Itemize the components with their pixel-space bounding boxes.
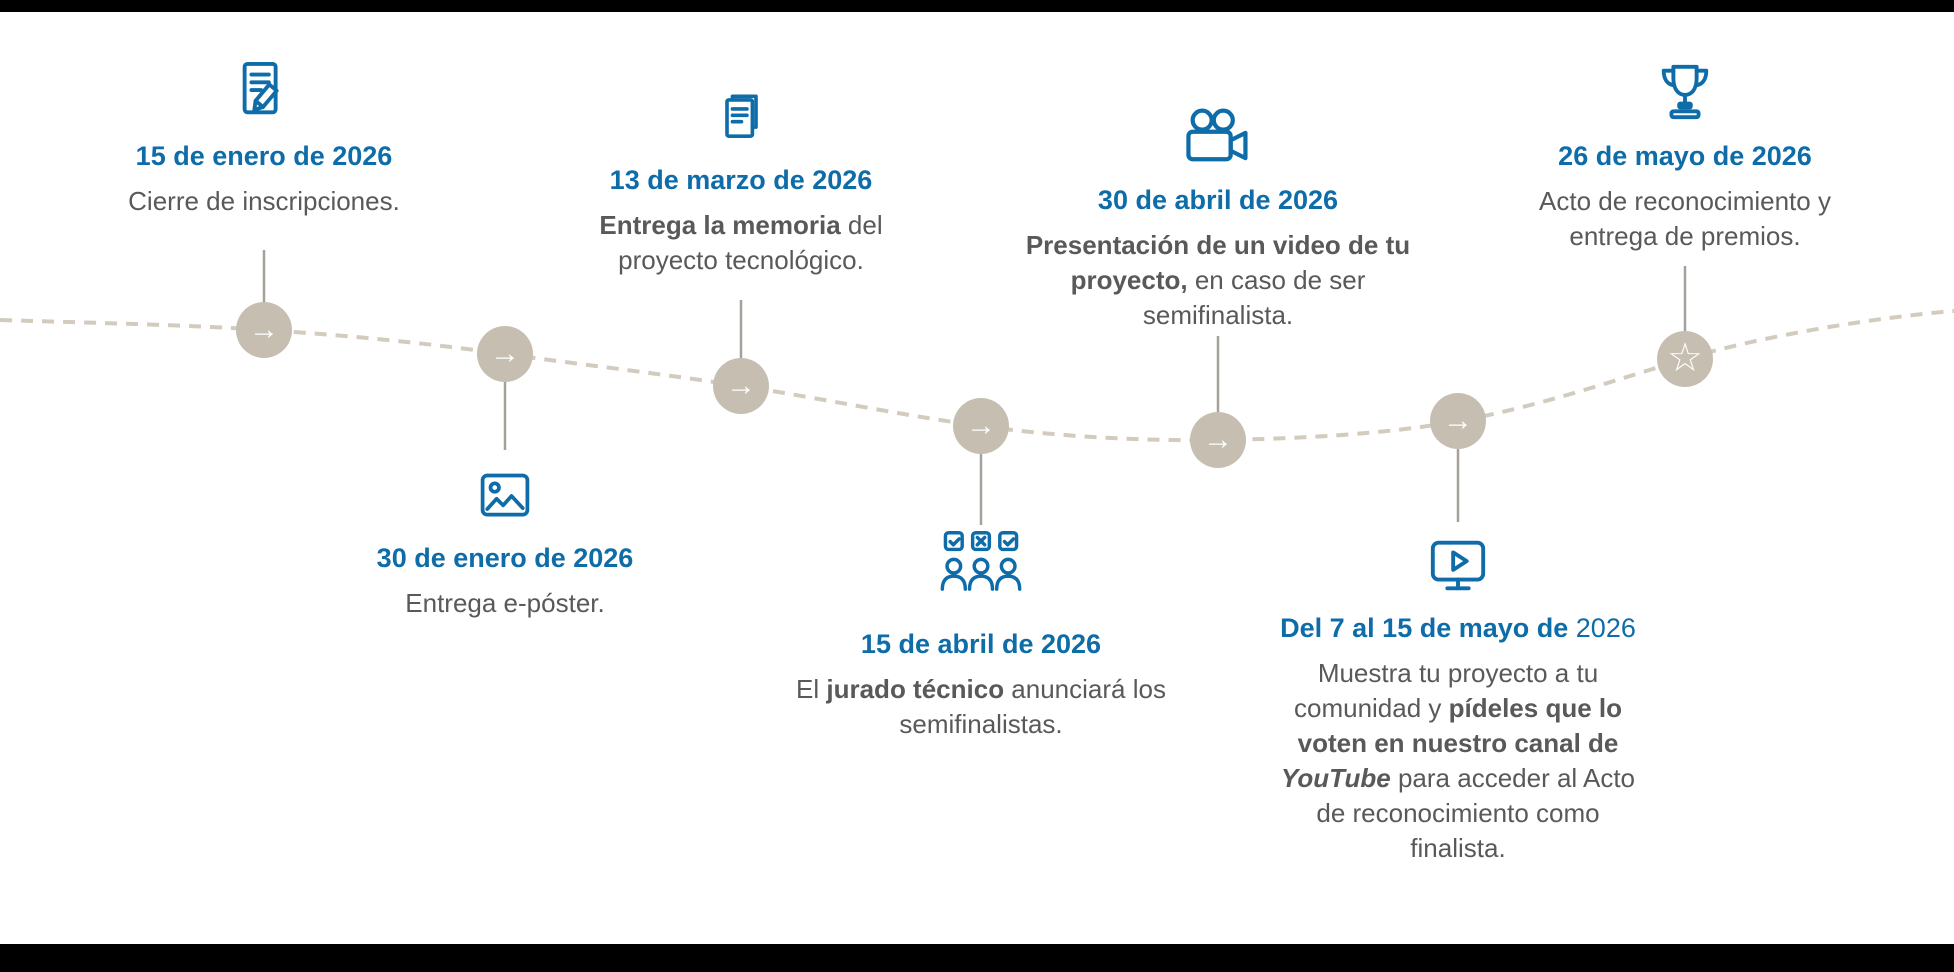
milestone-desc: Entrega e-póster.	[405, 587, 605, 618]
milestone-desc: Cierre de inscripciones.	[128, 185, 400, 216]
arrow-icon: →	[966, 409, 996, 442]
timeline-node-5: →	[1190, 412, 1246, 468]
milestone-date: Del 7 al 15 de mayo de 2026	[1280, 613, 1636, 643]
arrow-icon: →	[1203, 423, 1233, 456]
trophy-icon	[1510, 56, 1860, 122]
arrow-icon: →	[726, 369, 756, 402]
milestone-date: 13 de marzo de 2026	[609, 165, 873, 195]
milestone-1: 15 de enero de 2026 Cierre de inscripcio…	[99, 56, 429, 219]
video-camera-icon	[1023, 100, 1413, 166]
arrow-icon: →	[490, 337, 520, 370]
timeline-node-3: →	[713, 358, 769, 414]
milestone-7: 26 de mayo de 2026 Acto de reconocimient…	[1510, 56, 1860, 254]
letterbox-bottom	[0, 944, 1954, 972]
milestone-desc: Acto de reconocimiento y entrega de prem…	[1539, 185, 1831, 251]
milestone-desc: Muestra tu proyecto a tu comunidad y píd…	[1280, 657, 1636, 864]
timeline-node-1: →	[236, 302, 292, 358]
milestone-desc: Entrega la memoria del proyecto tecnológ…	[599, 209, 883, 275]
letterbox-top	[0, 0, 1954, 12]
documents-icon	[569, 80, 914, 146]
milestone-desc: El jurado técnico anunciará los semifina…	[796, 673, 1166, 739]
monitor-play-icon	[1278, 528, 1638, 594]
milestone-date: 30 de abril de 2026	[1097, 185, 1339, 215]
milestone-desc: Presentación de un video de tu proyecto,…	[1025, 229, 1411, 330]
jury-icon	[781, 528, 1181, 594]
timeline-node-7: ☆	[1657, 331, 1713, 387]
image-icon	[350, 458, 660, 524]
milestone-3: 13 de marzo de 2026 Entrega la memoria d…	[569, 80, 914, 278]
milestone-date: 26 de mayo de 2026	[1558, 141, 1812, 171]
milestone-6: Del 7 al 15 de mayo de 2026 Muestra tu p…	[1278, 528, 1638, 866]
milestone-2: 30 de enero de 2026 Entrega e-póster.	[350, 458, 660, 621]
milestone-date: 15 de enero de 2026	[135, 141, 393, 171]
milestone-5: 30 de abril de 2026 Presentación de un v…	[1023, 100, 1413, 333]
milestone-date: 30 de enero de 2026	[376, 543, 634, 573]
star-icon: ☆	[1667, 335, 1703, 380]
timeline-node-2: →	[477, 326, 533, 382]
timeline-node-6: →	[1430, 393, 1486, 449]
milestone-date: 15 de abril de 2026	[860, 629, 1102, 659]
arrow-icon: →	[1443, 404, 1473, 437]
edit-document-icon	[99, 56, 429, 122]
arrow-icon: →	[249, 313, 279, 346]
timeline-node-4: →	[953, 398, 1009, 454]
milestone-4: 15 de abril de 2026 El jurado técnico an…	[781, 528, 1181, 742]
